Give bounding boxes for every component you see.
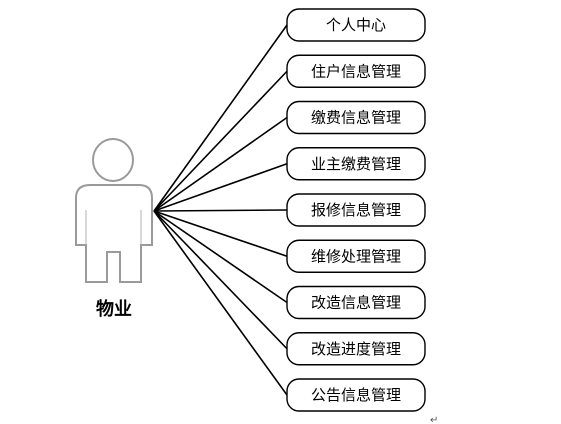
use-case-5-label: 报修信息管理 — [311, 201, 401, 219]
use-case-1-label: 个人中心 — [326, 16, 386, 34]
association-line-4 — [153, 162, 288, 212]
association-line-1 — [153, 24, 288, 212]
use-case-9: 公告信息管理 — [286, 378, 426, 412]
use-case-1: 个人中心 — [286, 8, 426, 42]
use-case-3: 缴费信息管理 — [286, 100, 426, 135]
use-case-4: 业主缴费管理 — [286, 147, 426, 181]
association-line-2 — [153, 70, 288, 212]
use-case-7: 改造信息管理 — [286, 285, 426, 320]
use-case-2-box — [286, 54, 426, 88]
actor-figure: 物业 — [75, 138, 153, 320]
use-case-4-box — [286, 147, 426, 181]
use-case-6: 维修处理管理 — [286, 239, 426, 273]
association-line-9 — [153, 210, 288, 396]
use-case-6-box — [286, 239, 426, 273]
person-icon — [75, 138, 153, 283]
association-line-5 — [153, 209, 288, 212]
use-case-5: 报修信息管理 — [286, 193, 426, 227]
association-lines — [153, 24, 288, 396]
use-case-2-label: 住户信息管理 — [311, 62, 401, 80]
use-case-6-label: 维修处理管理 — [311, 247, 401, 265]
paragraph-mark: ↵ — [430, 415, 438, 424]
association-line-7 — [153, 210, 288, 304]
association-line-3 — [153, 116, 288, 212]
association-line-6 — [153, 210, 288, 258]
use-case-8: 改造进度管理 — [286, 332, 426, 366]
association-line-8 — [153, 210, 288, 350]
actor-label: 物业 — [96, 298, 132, 320]
use-case-9-box — [286, 378, 426, 412]
use-case-3-box — [286, 100, 426, 135]
use-case-list: 个人中心住户信息管理缴费信息管理业主缴费管理报修信息管理维修处理管理改造信息管理… — [286, 8, 426, 412]
use-case-7-box — [286, 285, 426, 320]
use-case-8-box — [286, 332, 426, 366]
use-case-8-label: 改造进度管理 — [311, 340, 401, 358]
use-case-3-label: 缴费信息管理 — [311, 109, 401, 127]
actor-head — [92, 138, 134, 182]
use-case-2: 住户信息管理 — [286, 54, 426, 88]
use-case-1-box — [286, 8, 426, 42]
use-case-9-label: 公告信息管理 — [311, 386, 401, 404]
actor-body — [75, 184, 153, 283]
use-case-7-label: 改造信息管理 — [311, 294, 401, 312]
use-case-5-box — [286, 193, 426, 227]
use-case-4-label: 业主缴费管理 — [311, 155, 401, 173]
